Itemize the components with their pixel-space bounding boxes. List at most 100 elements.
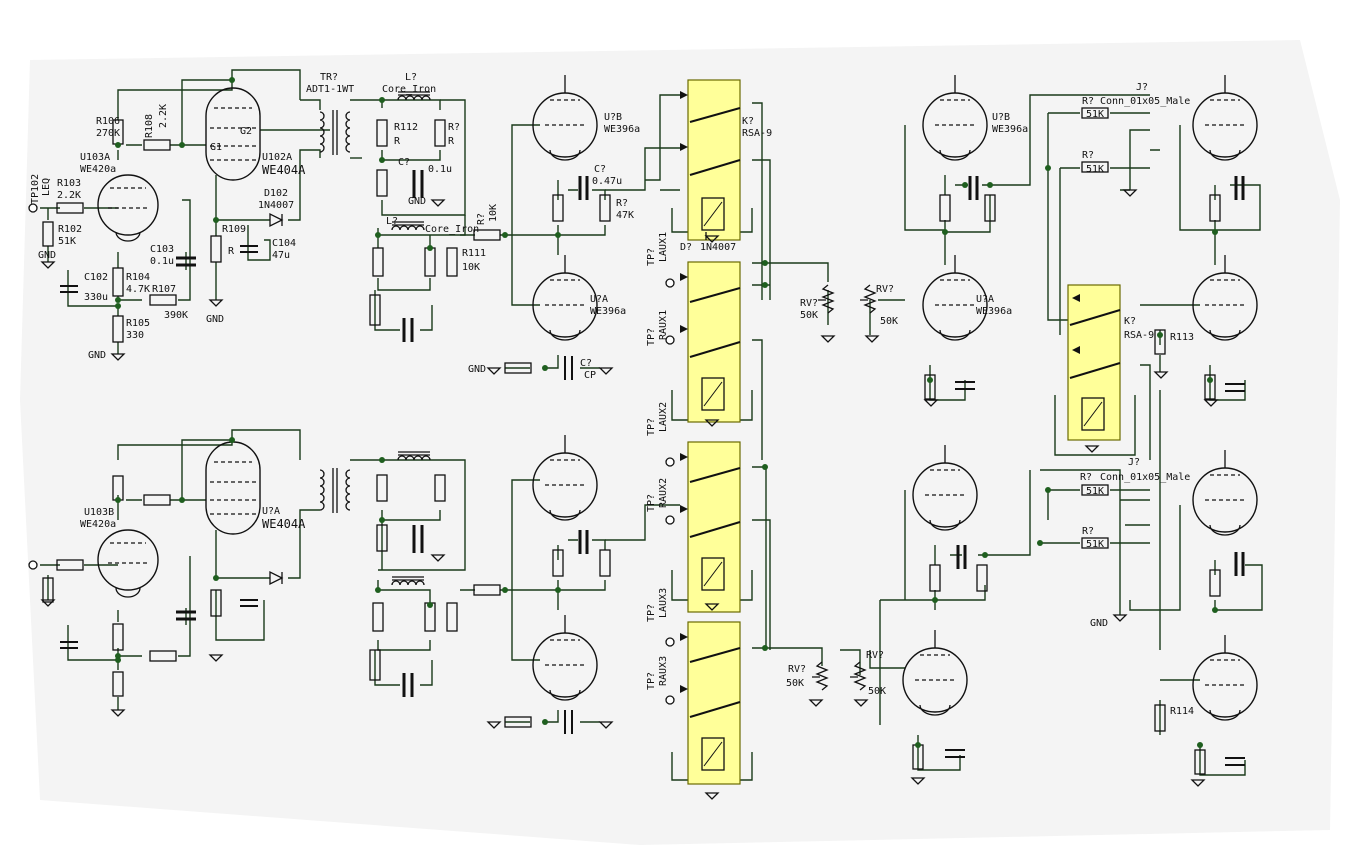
- r51k1-value: 51K: [1086, 109, 1104, 120]
- rv1-label: RV?: [800, 298, 818, 309]
- tp102-value: LEQ: [41, 178, 52, 196]
- tube-u102a: [205, 87, 261, 181]
- j2-label: J?: [1128, 457, 1140, 468]
- rv1-value: 50K: [800, 310, 818, 321]
- tp102-label: TP102: [30, 174, 41, 204]
- r112-value: R: [394, 136, 401, 147]
- r104-value: 4.7K: [126, 284, 150, 295]
- relay-k4-body: [687, 621, 741, 785]
- u1b-value: WE396a: [604, 124, 640, 135]
- r107-value: 390K: [164, 310, 188, 321]
- tube-u103a: [97, 174, 159, 236]
- r51k4-label: R?: [1082, 526, 1094, 537]
- rv4-label: RV?: [866, 650, 884, 661]
- u2a-value: WE396a: [976, 306, 1012, 317]
- u404b-value: WE404A: [262, 517, 306, 531]
- relay-pin-markers: [680, 91, 1080, 693]
- d102-label: D102: [264, 188, 288, 199]
- j1-value: Conn_01x05_Male: [1100, 96, 1190, 107]
- gnd-5: GND: [468, 364, 486, 375]
- ktop-value: RSA-9: [1124, 330, 1154, 341]
- r106-label: R106: [96, 116, 120, 127]
- laux2-label: TP?: [646, 418, 657, 436]
- r51k4-value: 51K: [1086, 539, 1104, 550]
- rin1-label: R?: [476, 213, 487, 225]
- junction-dots: [115, 77, 1218, 748]
- cq1-value: 0.1u: [428, 164, 452, 175]
- ground-symbols: [40, 189, 1219, 787]
- u1a-value: WE396a: [590, 306, 626, 317]
- relay-k2-body: [687, 261, 741, 423]
- g1-label: G1: [210, 142, 222, 153]
- u103a-value: WE420a: [80, 164, 116, 175]
- c103-label: C103: [150, 244, 174, 255]
- u103b-value: WE420a: [80, 519, 116, 530]
- gnd-4: GND: [408, 196, 426, 207]
- rv2-label: RV?: [876, 284, 894, 295]
- capacitors: [60, 170, 1245, 766]
- raux2-value: RAUX2: [658, 478, 669, 508]
- wires: [40, 69, 1263, 781]
- r106-value: 270K: [96, 128, 120, 139]
- cp1-label: C?: [580, 358, 592, 369]
- c1-label: C?: [594, 164, 606, 175]
- r51k2-value: 51K: [1086, 164, 1104, 175]
- r109-label: R109: [222, 224, 246, 235]
- u1a-label: U?A: [590, 294, 608, 305]
- r111-value: 10K: [462, 262, 480, 273]
- r103-value: 2.2K: [57, 190, 81, 201]
- laux3-value: LAUX3: [658, 588, 669, 618]
- tr1-label: TR?: [320, 72, 338, 83]
- r108-value: 2.2K: [158, 104, 169, 128]
- tr1-value: ADT1-1WT: [306, 84, 354, 95]
- g2-label: G2: [240, 126, 252, 137]
- r102-label: R102: [58, 224, 82, 235]
- c103-value: 0.1u: [150, 256, 174, 267]
- u404b-label: U?A: [262, 506, 280, 517]
- cq1-label: C?: [398, 157, 410, 168]
- r107-label: R107: [152, 284, 176, 295]
- j2-value: Conn_01x05_Male: [1100, 472, 1190, 483]
- c102-label: C102: [84, 272, 108, 283]
- labels: R106 270K R108 2.2K U103A WE420a TP102 L…: [30, 72, 1194, 717]
- gnd-2: GND: [88, 350, 106, 361]
- r108-label: R108: [144, 114, 155, 138]
- cp1-value: CP: [584, 370, 596, 381]
- rv4-value: 50K: [868, 686, 886, 697]
- rv2-value: 50K: [880, 316, 898, 327]
- diodes: [269, 212, 1100, 800]
- l2-value: Core_Iron: [425, 224, 479, 235]
- r112-label: R112: [394, 122, 418, 133]
- l2-label: L?: [386, 216, 398, 227]
- gnd-misc: GND: [1090, 618, 1108, 629]
- potentiometers: [812, 284, 877, 691]
- r51k3-value: 51K: [1086, 486, 1104, 497]
- l1-label: L?: [405, 72, 417, 83]
- r105-value: 330: [126, 330, 144, 341]
- r47k1-value: 47K: [616, 210, 634, 221]
- r103-label: R103: [57, 178, 81, 189]
- k1-label: K?: [742, 116, 754, 127]
- raux1-label: TP?: [646, 328, 657, 346]
- u103b-label: U103B: [84, 507, 114, 518]
- u1b-label: U?B: [604, 112, 622, 123]
- r113-label: R113: [1170, 332, 1194, 343]
- gnd-1: GND: [38, 250, 56, 261]
- rv3-value: 50K: [786, 678, 804, 689]
- u103a-label: U103A: [80, 152, 110, 163]
- j1-label: J?: [1136, 82, 1148, 93]
- relay-k1-body: [687, 79, 741, 241]
- r51k1-label: R?: [1082, 96, 1094, 107]
- rin1-value: 10K: [488, 204, 499, 222]
- gnd-3: GND: [206, 314, 224, 325]
- r114-label: R114: [1170, 706, 1194, 717]
- rq1-value: R: [448, 136, 455, 147]
- c1-value: 0.47u: [592, 176, 622, 187]
- r51k2-label: R?: [1082, 150, 1094, 161]
- u2b-label: U?B: [992, 112, 1010, 123]
- tube-u103b: [97, 529, 159, 591]
- u2a-label: U?A: [976, 294, 994, 305]
- r102-value: 51K: [58, 236, 76, 247]
- laux1-label: TP?: [646, 248, 657, 266]
